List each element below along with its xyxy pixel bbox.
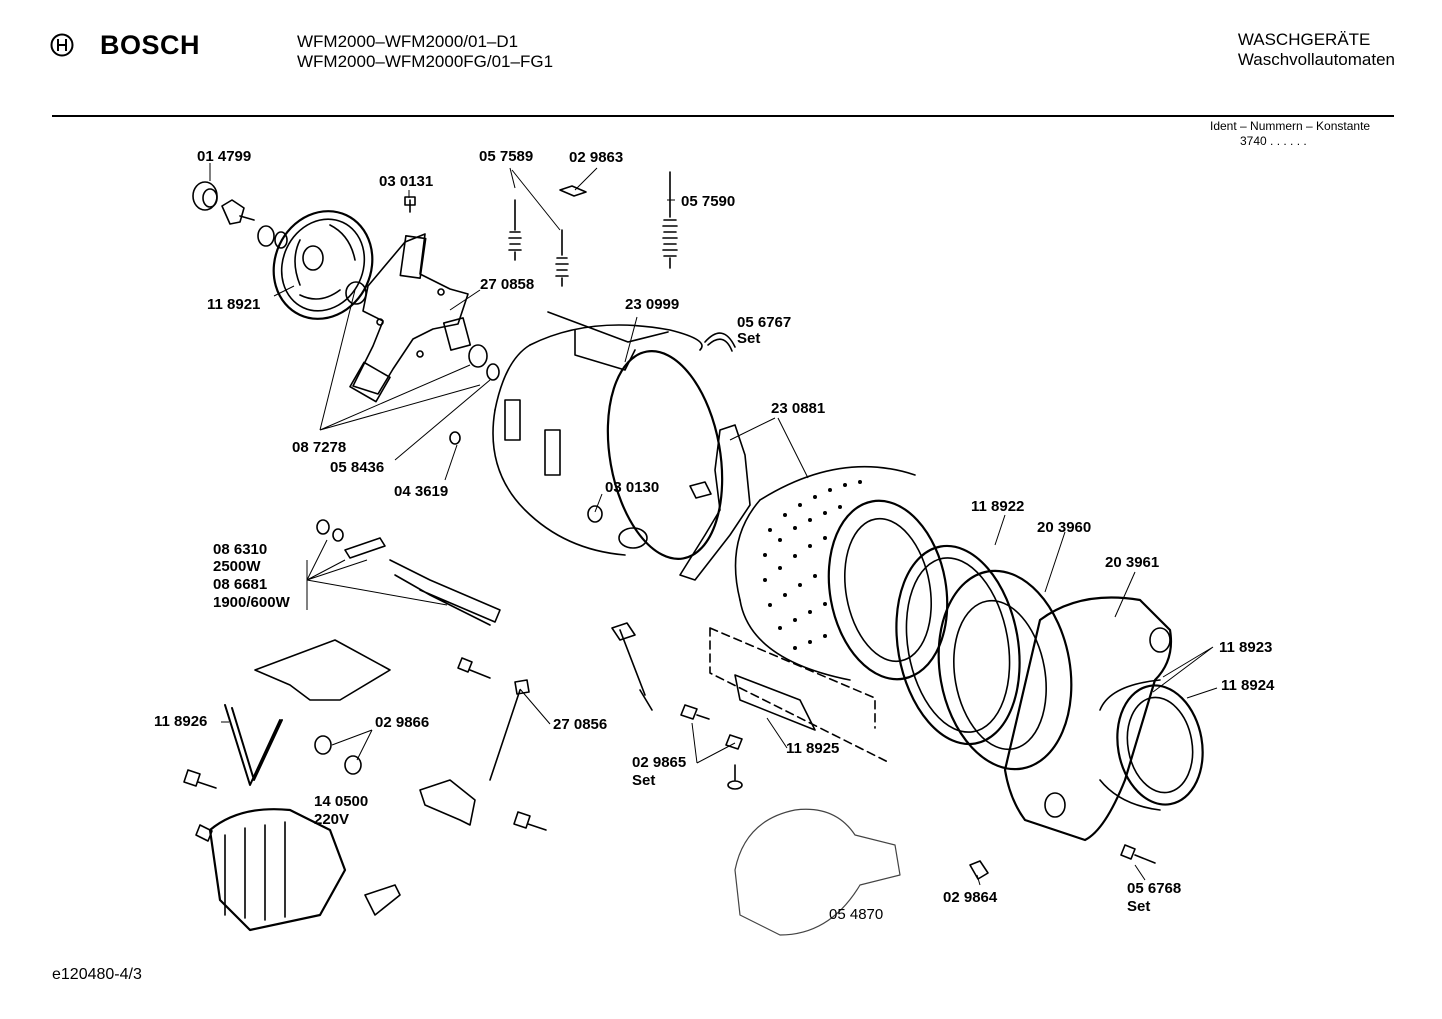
outer-tub-part xyxy=(449,311,724,560)
part-label-056767: 05 6767 xyxy=(737,314,792,331)
part-label-056768: 05 6768 xyxy=(1127,880,1182,897)
front-seal-part xyxy=(895,544,1021,746)
bracket-part xyxy=(419,779,476,826)
model-line-1: WFM2000–WFM2000/01–D1 xyxy=(297,32,519,51)
part-label-057589: 05 7589 xyxy=(479,148,534,165)
hose-clamp-part xyxy=(734,808,901,936)
part-label-057590: 05 7590 xyxy=(681,193,736,210)
part-label-140500: 14 0500 xyxy=(314,793,369,810)
part-label-054870: 05 4870 xyxy=(829,906,884,923)
part-label-230881: 23 0881 xyxy=(771,400,826,417)
part-label-029864: 02 9864 xyxy=(943,889,998,906)
ident-value: 3740 . . . . . . xyxy=(1240,134,1307,148)
front-ring-part xyxy=(937,569,1073,771)
clip-part-2 xyxy=(969,860,989,880)
bolt-part xyxy=(457,657,491,679)
part-label-118924: 11 8924 xyxy=(1221,677,1275,694)
drive-belt-part xyxy=(224,704,283,786)
heater-element-part xyxy=(316,519,501,626)
door-bellow-part xyxy=(1116,684,1204,806)
clip-part xyxy=(704,332,736,352)
part-label-118925: 11 8925 xyxy=(786,740,840,757)
part-label-203960: 20 3960 xyxy=(1037,519,1092,536)
perforated-drum-part xyxy=(734,465,949,681)
dashed-outline xyxy=(709,627,891,764)
part-label-086310-power: 2500W xyxy=(213,558,261,575)
part-label-270858: 27 0858 xyxy=(480,276,535,293)
part-label-030130: 03 0130 xyxy=(605,479,660,496)
lifter-part xyxy=(734,674,816,731)
header-divider xyxy=(52,115,1394,117)
part-label-056768-set: Set xyxy=(1127,898,1151,915)
part-label-043619: 04 3619 xyxy=(394,483,449,500)
mounting-plate-part xyxy=(254,639,391,701)
drum-cross-part xyxy=(349,196,472,403)
part-label-087278: 08 7278 xyxy=(292,439,347,456)
part-label-140500-voltage: 220V xyxy=(314,811,350,828)
leader-lines xyxy=(209,163,1218,886)
part-label-230999: 23 0999 xyxy=(625,296,680,313)
bosch-logo-icon xyxy=(50,33,74,57)
model-line-2: WFM2000–WFM2000FG/01–FG1 xyxy=(297,52,554,71)
part-label-086310: 08 6310 xyxy=(213,541,268,558)
part-label-029865-set: Set xyxy=(632,772,656,789)
shock-absorber-part-2 xyxy=(489,679,530,781)
part-label-056767-set: Set xyxy=(737,330,761,347)
part-label-203961: 20 3961 xyxy=(1105,554,1160,571)
ident-title: Ident – Nummern – Konstante xyxy=(1210,119,1371,133)
model-numbers: WFM2000–WFM2000/01–D1 WFM2000–WFM2000FG/… xyxy=(297,32,553,72)
part-label-058436: 05 8436 xyxy=(330,459,385,476)
suspension-springs xyxy=(508,171,678,287)
category-line-2: Waschvollautomaten xyxy=(1237,50,1395,69)
part-label-270856: 27 0856 xyxy=(553,716,608,733)
bolt-part-2 xyxy=(513,811,547,831)
part-label-118921: 11 8921 xyxy=(207,296,261,313)
category: WASCHGERÄTE Waschvollautomaten xyxy=(1238,30,1395,70)
part-label-029865: 02 9865 xyxy=(632,754,687,771)
brand-name: BOSCH xyxy=(100,30,201,60)
part-label-030131: 03 0131 xyxy=(379,173,434,190)
part-label-118923: 11 8923 xyxy=(1219,639,1273,656)
front-panel-part xyxy=(1003,596,1173,842)
part-label-029866: 02 9866 xyxy=(375,714,430,731)
drum-perforations xyxy=(763,480,862,650)
pulley-nut-part xyxy=(192,181,288,249)
part-label-086681-power: 1900/600W xyxy=(213,594,290,611)
bracket-part-2 xyxy=(364,884,401,916)
part-label-118926: 11 8926 xyxy=(154,713,208,730)
part-label-029863: 02 9863 xyxy=(569,149,624,166)
part-label-086681: 08 6681 xyxy=(213,576,268,593)
drum-bracket-part xyxy=(679,424,751,581)
part-label-014799: 01 4799 xyxy=(197,148,252,165)
motor-part xyxy=(195,808,347,932)
category-line-1: WASCHGERÄTE xyxy=(1237,30,1371,49)
pulley-wheel-part xyxy=(272,210,374,320)
ident-block: Ident – Nummern – Konstante 3740 . . . .… xyxy=(1210,119,1370,149)
document-code: e120480-4/3 xyxy=(52,966,142,983)
shock-absorber-part xyxy=(611,622,653,711)
part-label-118922: 11 8922 xyxy=(971,498,1025,515)
